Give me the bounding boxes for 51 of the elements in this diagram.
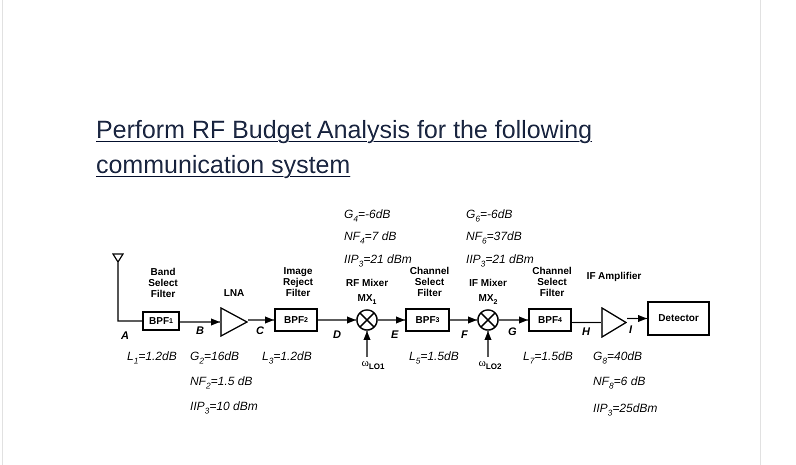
parameter-text: IIP$_{3}$=10 dBm	[190, 399, 258, 416]
oscillator-label: ω$_{LO1}$	[360, 357, 386, 372]
parameter-text: NF$_{8}$=6 dB	[593, 374, 646, 390]
parameter-text: IIP$_{3}$=21 dBm	[466, 252, 534, 268]
arrow	[363, 331, 371, 357]
block-title: RF Mixer	[344, 278, 390, 289]
parameter-text: L$_{5}$=1.5dB	[409, 349, 459, 366]
block-title: Channel Select Filter	[408, 266, 450, 299]
arrow	[318, 316, 356, 324]
signal-line	[572, 322, 601, 324]
parameter-text: G$_{2}$=16dB	[190, 349, 240, 366]
parameter-text: L$_{7}$=1.5dB	[523, 349, 573, 366]
signal-line	[117, 270, 142, 322]
title: Perform RF Budget Analysis for the following communication system	[96, 115, 594, 181]
block-title: Channel Select Filter	[531, 266, 573, 299]
block-title: Image Reject Filter	[282, 266, 314, 299]
parameter-text: NF$_{6}$=37dB	[466, 229, 522, 246]
node-point-label: C	[256, 325, 264, 337]
parameter-text: G$_{4}$=-6dB	[344, 207, 390, 224]
block-title: Band Select Filter	[147, 267, 179, 300]
arrow	[499, 316, 528, 324]
arrow	[378, 316, 405, 324]
detector-box	[647, 301, 710, 336]
parameter-text: G$_{6}$=-6dB	[466, 207, 512, 224]
node-point-label: I	[629, 324, 632, 336]
arrow	[627, 314, 647, 322]
node-point-label: G	[508, 326, 517, 338]
parameter-text: NF$_{4}$=7 dB	[344, 229, 396, 246]
parameter-text: NF$_{2}$=1.5 dB	[190, 374, 252, 390]
block-title: MX$_{2}$	[478, 293, 498, 308]
node-point-label: A	[121, 330, 129, 342]
node-point-label: D	[333, 329, 341, 341]
block-title: IF Mixer	[468, 278, 508, 289]
block-title: LNA	[222, 288, 246, 299]
arrow	[450, 316, 477, 324]
parameter-text: IIP$_{3}$=21 dBm	[344, 252, 412, 268]
node-point-label: E	[391, 329, 398, 341]
parameter-text: IIP$_{3}$=25dBm	[593, 401, 658, 418]
parameter-text: L$_{1}$=1.2dB	[127, 349, 177, 366]
arrow	[180, 318, 220, 326]
parameter-text: G$_{8}$=40dB	[593, 349, 642, 366]
node-point-label: B	[196, 325, 204, 337]
node-point-label: F	[461, 329, 468, 341]
block-label: Detector	[657, 312, 700, 326]
block-title: MX$_{1}$	[356, 293, 378, 308]
parameter-text: L$_{3}$=1.2dB	[262, 349, 312, 366]
arrow	[484, 331, 492, 357]
block-title: IF Amplifier	[586, 271, 642, 282]
arrow	[248, 316, 274, 324]
node-point-label: H	[582, 326, 590, 338]
oscillator-label: ω$_{LO2}$	[478, 357, 502, 372]
